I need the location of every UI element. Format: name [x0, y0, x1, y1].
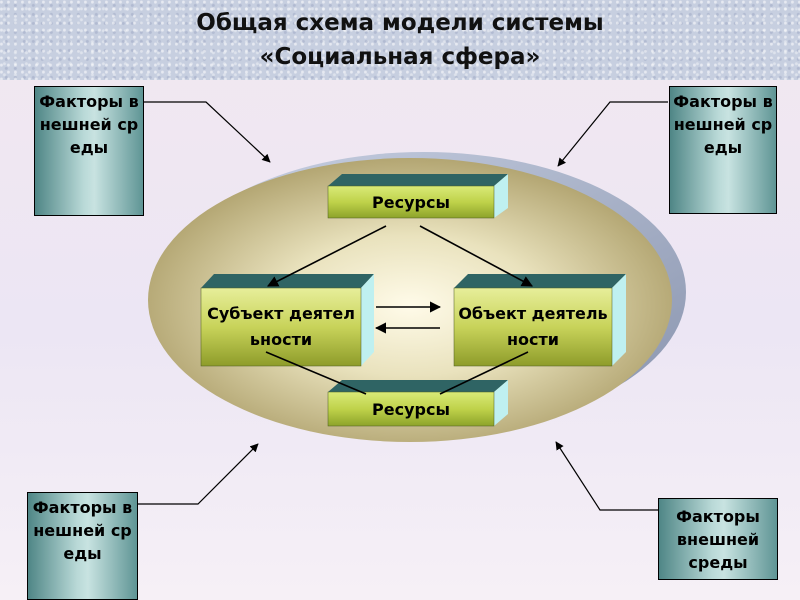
factor-box-top-right: Факторы внешней среды	[669, 86, 777, 214]
callout-bottom-left	[138, 443, 259, 505]
factor-box-bottom-right: Факторы внешней среды	[658, 498, 778, 580]
ellipse-body	[148, 158, 672, 442]
callout-top-right	[557, 101, 668, 167]
resources-top-block	[327, 174, 508, 219]
resources-bottom-label: Ресурсы	[372, 399, 450, 419]
line-subject-to-resources	[265, 351, 367, 395]
subject-label: Субъект деятельности	[207, 304, 355, 349]
page-title-line2: «Социальная сфера»	[259, 44, 541, 70]
arrow-resources-to-subject	[267, 225, 387, 287]
object-label: Объект деятельности	[458, 304, 608, 349]
factor-box-bottom-left: Факторы внешней среды	[27, 492, 138, 600]
title-band	[0, 0, 800, 80]
callout-top-left	[144, 101, 271, 163]
subject-block	[200, 274, 374, 367]
line-object-to-resources	[439, 351, 529, 395]
factor-box-top-left: Факторы внешней среды	[34, 86, 144, 216]
callout-bottom-right	[555, 441, 658, 511]
object-block	[453, 274, 626, 367]
page-title-line1: Общая схема модели системы	[196, 10, 604, 36]
arrow-resources-to-object	[419, 225, 533, 287]
resources-top-label: Ресурсы	[372, 192, 450, 212]
